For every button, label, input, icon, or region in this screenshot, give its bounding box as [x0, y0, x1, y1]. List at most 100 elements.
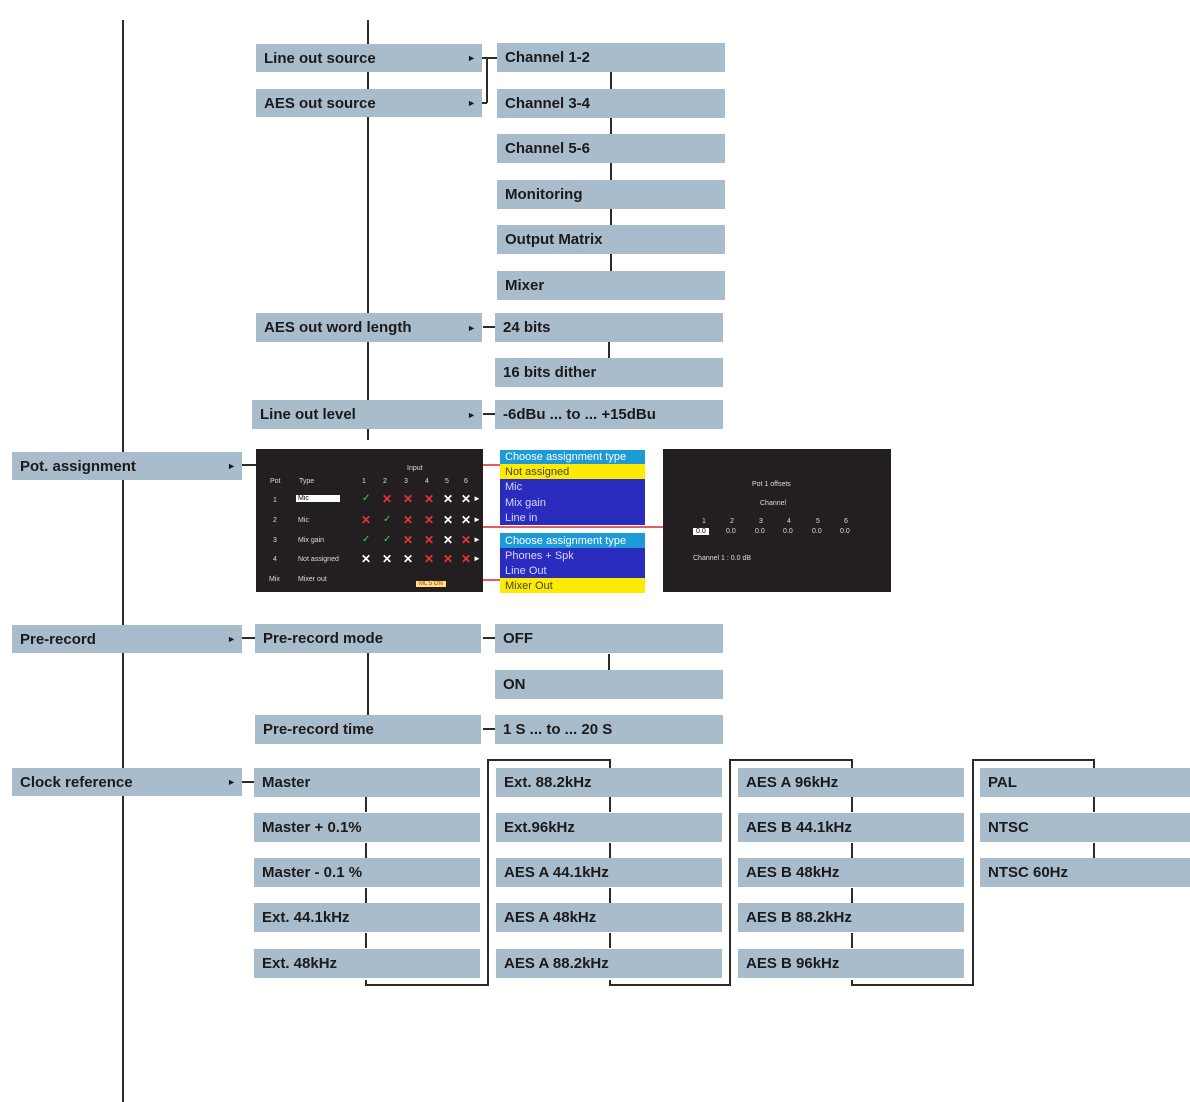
check-icon: ✓	[383, 534, 391, 545]
cross-icon: ✕	[461, 533, 471, 547]
clock-reference-label: Clock reference	[20, 774, 133, 791]
pre-record-item[interactable]: Pre-record ►	[12, 625, 242, 653]
clock-option-aes-b-88[interactable]: AES B 88.2kHz	[738, 903, 964, 932]
offset-channel-number: 1	[702, 518, 706, 525]
clock-reference-item[interactable]: Clock reference►	[12, 768, 242, 796]
offset-footer: Channel 1 : 0.0 dB	[693, 555, 751, 562]
assign-option-mixer-out[interactable]: Mixer Out	[500, 578, 645, 593]
cross-icon: ✕	[361, 513, 371, 527]
assign-option-line-in[interactable]: Line in	[500, 511, 645, 525]
assign-option-not-assigned[interactable]: Not assigned	[500, 464, 645, 479]
option-mixer[interactable]: Mixer	[497, 271, 725, 300]
pre-record-label: Pre-record	[20, 631, 96, 648]
arrow-right-icon: ►	[227, 461, 236, 471]
clock-option-master[interactable]: Master	[254, 768, 480, 797]
clock-option-ntsc-60[interactable]: NTSC 60Hz	[980, 858, 1190, 887]
pot-type: Mic	[298, 517, 309, 524]
input-number: 6	[464, 478, 468, 485]
aes-out-word-length-item[interactable]: AES out word length ►	[256, 313, 482, 342]
line-level-range[interactable]: -6dBu ... to ... +15dBu	[495, 400, 723, 429]
pre-record-time-label: Pre-record time	[263, 721, 374, 738]
assign-menu-header: Choose assignment type	[500, 450, 645, 464]
input-number: 5	[445, 478, 449, 485]
line-out-level-item[interactable]: Line out level►	[252, 400, 482, 429]
arrow-right-icon: ►	[473, 554, 481, 563]
option-16-bits-dither[interactable]: 16 bits dither	[495, 358, 723, 387]
pot-type-selected[interactable]: Mic	[296, 495, 340, 502]
assign-option-line-out[interactable]: Line Out	[500, 563, 645, 578]
check-icon: ✓	[362, 534, 370, 545]
pot-number: 1	[273, 497, 277, 504]
option-off[interactable]: OFF	[495, 624, 723, 653]
clock-option-ext-96[interactable]: Ext.96kHz	[496, 813, 722, 842]
clock-option-ext-48[interactable]: Ext. 48kHz	[254, 949, 480, 978]
cross-icon: ✕	[361, 552, 371, 566]
cross-icon: ✕	[424, 552, 434, 566]
line-out-source-item[interactable]: Line out source►	[256, 44, 482, 72]
cross-icon: ✕	[461, 513, 471, 527]
input-number: 2	[383, 478, 387, 485]
option-on[interactable]: ON	[495, 670, 723, 699]
option-output-matrix[interactable]: Output Matrix	[497, 225, 725, 254]
assign-option-mic[interactable]: Mic	[500, 479, 645, 495]
option-monitoring[interactable]: Monitoring	[497, 180, 725, 209]
aes-out-word-length-label: AES out word length	[264, 319, 412, 336]
pot-number: 3	[273, 537, 277, 544]
pot-type: Not assigned	[298, 556, 339, 563]
clock-option-master-minus[interactable]: Master - 0.1 %	[254, 858, 480, 887]
clock-option-aes-b-96[interactable]: AES B 96kHz	[738, 949, 964, 978]
type-column-header: Type	[299, 478, 314, 485]
pre-record-time-range[interactable]: 1 S ... to ... 20 S	[495, 715, 723, 744]
clock-option-pal[interactable]: PAL	[980, 768, 1190, 797]
option-channel-1-2[interactable]: Channel 1-2	[497, 43, 725, 72]
assign-option-phones-spk[interactable]: Phones + Spk	[500, 548, 645, 563]
option-24-bits[interactable]: 24 bits	[495, 313, 723, 342]
pre-record-time-item[interactable]: Pre-record time	[255, 715, 481, 744]
arrow-right-icon: ►	[473, 515, 481, 524]
assign-option-mix-gain[interactable]: Mix gain	[500, 495, 645, 511]
cross-icon: ✕	[424, 533, 434, 547]
clock-option-aes-a-44[interactable]: AES A 44.1kHz	[496, 858, 722, 887]
clock-option-master-plus[interactable]: Master + 0.1%	[254, 813, 480, 842]
clock-option-aes-a-96[interactable]: AES A 96kHz	[738, 768, 964, 797]
option-channel-5-6[interactable]: Channel 5-6	[497, 134, 725, 163]
cross-icon: ✕	[443, 513, 453, 527]
cross-icon: ✕	[443, 533, 453, 547]
clock-option-aes-b-48[interactable]: AES B 48kHz	[738, 858, 964, 887]
offset-value: 0.0	[755, 528, 765, 535]
check-icon: ✓	[362, 493, 370, 504]
pot-assignment-label: Pot. assignment	[20, 458, 136, 475]
cross-icon: ✕	[443, 552, 453, 566]
assign-menu-header: Choose assignment type	[500, 533, 645, 548]
pre-record-mode-item[interactable]: Pre-record mode	[255, 624, 481, 653]
clock-option-aes-a-88[interactable]: AES A 88.2kHz	[496, 949, 722, 978]
arrow-right-icon: ►	[467, 53, 476, 63]
cross-icon: ✕	[424, 513, 434, 527]
input-number: 1	[362, 478, 366, 485]
offset-title: Pot 1 offsets	[752, 481, 791, 488]
clock-option-aes-a-48[interactable]: AES A 48kHz	[496, 903, 722, 932]
offset-channel-number: 4	[787, 518, 791, 525]
clock-option-ntsc[interactable]: NTSC	[980, 813, 1190, 842]
cross-icon: ✕	[403, 492, 413, 506]
pre-record-mode-label: Pre-record mode	[263, 630, 383, 647]
cross-icon: ✕	[403, 533, 413, 547]
arrow-right-icon: ►	[467, 323, 476, 333]
pot-number: 4	[273, 556, 277, 563]
pot-assignment-item[interactable]: Pot. assignment ►	[12, 452, 242, 480]
aes-out-source-item[interactable]: AES out source►	[256, 89, 482, 117]
cross-icon: ✕	[382, 492, 392, 506]
offset-value-selected[interactable]: 0.0	[693, 528, 709, 535]
clock-option-aes-b-44[interactable]: AES B 44.1kHz	[738, 813, 964, 842]
cross-icon: ✕	[461, 552, 471, 566]
clock-option-ext-88[interactable]: Ext. 88.2kHz	[496, 768, 722, 797]
footer-badge: ML 5 ON	[416, 581, 446, 587]
offset-channel-number: 5	[816, 518, 820, 525]
pot-number: 2	[273, 517, 277, 524]
arrow-right-icon: ►	[467, 410, 476, 420]
clock-option-ext-44[interactable]: Ext. 44.1kHz	[254, 903, 480, 932]
offset-value: 0.0	[783, 528, 793, 535]
option-channel-3-4[interactable]: Channel 3-4	[497, 89, 725, 118]
arrow-right-icon: ►	[227, 634, 236, 644]
cross-icon: ✕	[424, 492, 434, 506]
